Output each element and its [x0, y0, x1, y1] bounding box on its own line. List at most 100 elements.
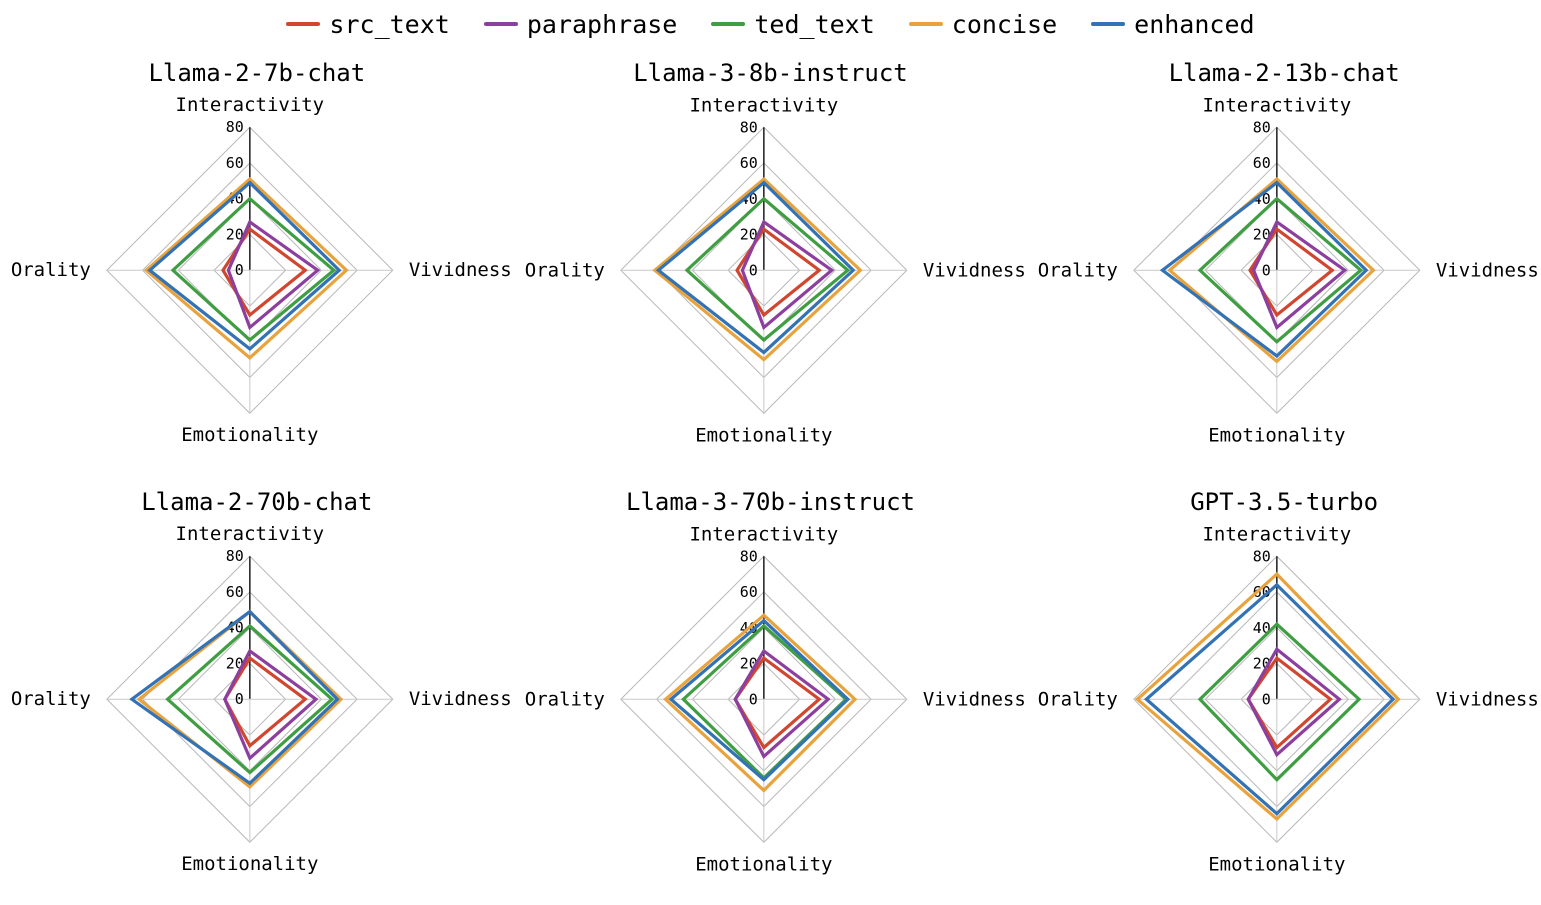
- legend-label: enhanced: [1134, 9, 1255, 39]
- radial-tick-label: 80: [226, 118, 244, 136]
- grid-ring-80: [106, 555, 394, 843]
- legend-label: src_text: [329, 9, 450, 39]
- axis-label-emotionality: Emotionality: [695, 424, 832, 446]
- series-enhanced: [147, 180, 342, 351]
- series-ted-text: [684, 196, 850, 343]
- panel-title: Llama-3-70b-instruct: [626, 487, 915, 516]
- series-enhanced: [668, 617, 850, 782]
- series-concise: [662, 612, 857, 793]
- axis-label-emotionality: Emotionality: [181, 424, 318, 446]
- axis-label-vividness: Vividness: [1436, 259, 1539, 281]
- radial-tick-label: 60: [226, 583, 244, 601]
- series-paraphrase: [1246, 646, 1343, 757]
- axis-label-emotionality: Emotionality: [1209, 424, 1346, 446]
- legend-swatch-icon: [286, 22, 321, 26]
- radial-tick-label: 60: [1253, 154, 1271, 172]
- radar-plot: 020406080InteractivityVividnessEmotional…: [1038, 523, 1539, 875]
- axis-label-interactivity: Interactivity: [1203, 523, 1352, 545]
- radial-tick-label: 0: [235, 261, 244, 279]
- axis-label-emotionality: Emotionality: [1209, 853, 1346, 875]
- axis-label-emotionality: Emotionality: [695, 853, 832, 875]
- series-paraphrase: [223, 648, 319, 761]
- axis-label-vividness: Vividness: [409, 688, 512, 710]
- axis-label-interactivity: Interactivity: [1203, 94, 1352, 116]
- legend-item-paraphrase[interactable]: paraphrase: [483, 9, 678, 39]
- panel-title: GPT-3.5-turbo: [1190, 487, 1379, 516]
- radial-tick-label: 0: [235, 690, 244, 708]
- series-enhanced: [1144, 582, 1396, 816]
- radial-tick-label: 80: [226, 547, 244, 565]
- series-paraphrase: [1252, 219, 1348, 331]
- panel-title: Llama-2-70b-chat: [141, 487, 373, 516]
- radial-tick-label: 40: [226, 618, 244, 636]
- series-src-text: [221, 226, 308, 318]
- axis-label-interactivity: Interactivity: [689, 94, 838, 116]
- radar-plot: 020406080InteractivityVividnessEmotional…: [11, 94, 512, 446]
- legend-item-src-text[interactable]: src_text: [286, 9, 450, 39]
- axis-label-vividness: Vividness: [1436, 688, 1539, 710]
- legend-label: ted_text: [754, 9, 875, 39]
- radial-tick-label: 0: [1262, 690, 1271, 708]
- radial-tick-label: 80: [739, 547, 757, 565]
- radar-plot: 020406080InteractivityVividnessEmotional…: [524, 94, 1025, 446]
- panel-title: Llama-2-7b-chat: [148, 59, 366, 87]
- axis-label-vividness: Vividness: [922, 688, 1025, 710]
- legend-item-ted-text[interactable]: ted_text: [711, 9, 875, 39]
- radial-tick-label: 80: [1253, 118, 1271, 136]
- axis-label-orality: Orality: [524, 688, 604, 710]
- legend-item-enhanced[interactable]: enhanced: [1091, 9, 1255, 39]
- series-concise: [143, 176, 349, 360]
- radar-plot: 020406080InteractivityVividnessEmotional…: [524, 523, 1025, 875]
- radial-tick-label: 80: [1253, 547, 1271, 565]
- legend-swatch-icon: [908, 22, 943, 26]
- series-ted-text: [1197, 196, 1364, 344]
- axis-label-orality: Orality: [1038, 259, 1118, 281]
- axis-label-orality: Orality: [524, 259, 604, 281]
- axis-label-interactivity: Interactivity: [689, 523, 838, 545]
- series-ted-text: [170, 196, 337, 343]
- radial-tick-label: 20: [739, 226, 757, 244]
- radial-tick-label: 0: [748, 690, 757, 708]
- axis-label-orality: Orality: [11, 688, 91, 710]
- series-concise: [651, 176, 863, 362]
- radar-plot: 020406080InteractivityVividnessEmotional…: [11, 523, 512, 875]
- radial-tick-label: 60: [226, 154, 244, 172]
- series-paraphrase: [740, 219, 835, 331]
- axis-label-vividness: Vividness: [409, 259, 512, 281]
- legend-label: concise: [951, 9, 1058, 39]
- series-ted-text: [1198, 621, 1362, 782]
- series-src-text: [734, 226, 822, 318]
- axis-label-orality: Orality: [1038, 688, 1118, 710]
- series-ted-text: [165, 623, 335, 775]
- axis-label-interactivity: Interactivity: [176, 94, 325, 116]
- axis-label-emotionality: Emotionality: [181, 853, 318, 875]
- axis-label-orality: Orality: [11, 259, 91, 281]
- radial-tick-label: 20: [1253, 226, 1271, 244]
- series-concise: [136, 609, 344, 789]
- legend-item-concise[interactable]: concise: [908, 9, 1058, 39]
- legend-swatch-icon: [483, 22, 518, 26]
- legend: src_text paraphrase ted_text concise enhance…: [0, 4, 1541, 44]
- panel-title: Llama-3-8b-instruct: [633, 59, 908, 87]
- series-enhanced: [1160, 180, 1369, 359]
- radial-tick-label: 0: [748, 261, 757, 279]
- radial-tick-label: 60: [1253, 583, 1271, 601]
- radial-tick-label: 80: [739, 118, 757, 136]
- series-enhanced: [655, 180, 856, 355]
- radial-tick-label: 0: [1262, 261, 1271, 279]
- series-concise: [1167, 176, 1377, 364]
- series-concise: [1135, 571, 1401, 821]
- series-paraphrase: [226, 219, 321, 331]
- legend-label: paraphrase: [526, 9, 678, 39]
- legend-swatch-icon: [711, 22, 746, 26]
- panel-title: Llama-2-13b-chat: [1168, 59, 1400, 87]
- axis-label-vividness: Vividness: [922, 259, 1025, 281]
